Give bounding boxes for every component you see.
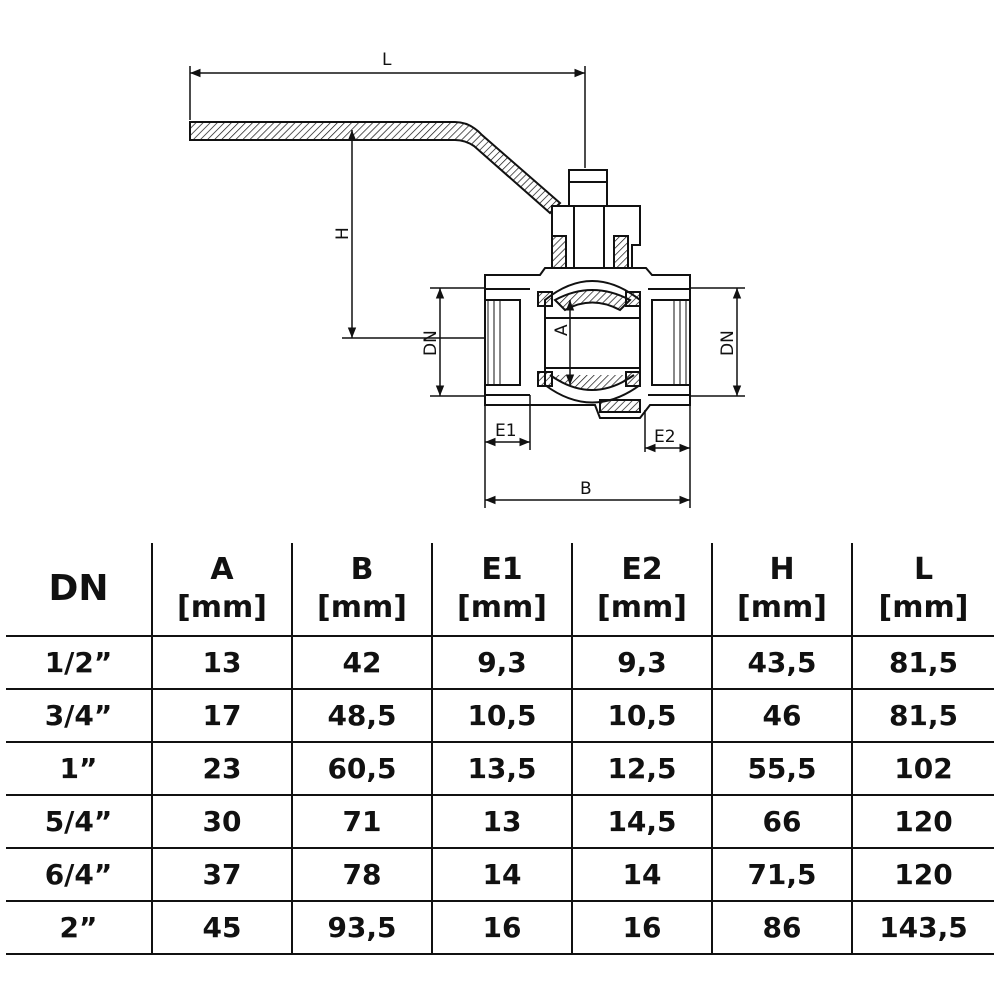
label-DN-left: DN: [421, 330, 441, 356]
label-L: L: [382, 50, 392, 70]
cell-a: 13: [151, 635, 292, 689]
cell-l: 120: [851, 794, 994, 848]
cell-dn: 1”: [6, 741, 152, 795]
cell-h: 43,5: [711, 635, 852, 689]
label-E2: E2: [654, 427, 676, 447]
cell-e1: 9,3: [431, 635, 572, 689]
cell-a: 45: [151, 900, 292, 955]
cell-l: 102: [851, 741, 994, 795]
cell-e1: 14: [431, 847, 572, 901]
dimension-lines: [189, 66, 745, 508]
cell-dn: 1/2”: [6, 635, 152, 689]
column-header-h: H[mm]: [711, 543, 852, 636]
cell-b: 93,5: [291, 900, 432, 955]
cell-b: 48,5: [291, 688, 432, 742]
cell-e2: 14,5: [571, 794, 712, 848]
cell-a: 23: [151, 741, 292, 795]
lever-handle: [189, 121, 562, 215]
cell-e2: 16: [571, 900, 712, 955]
stem-nut: [568, 169, 608, 207]
cell-a: 30: [151, 794, 292, 848]
label-E1: E1: [495, 421, 517, 441]
table-row: 1” 23 60,5 13,5 12,5 55,5 102: [6, 741, 994, 795]
column-header-e1: E1[mm]: [431, 543, 572, 636]
cell-b: 78: [291, 847, 432, 901]
cell-e2: 12,5: [571, 741, 712, 795]
cell-e1: 13: [431, 794, 572, 848]
cell-b: 42: [291, 635, 432, 689]
cell-a: 17: [151, 688, 292, 742]
ball-valve-technical-drawing: L H A DN DN E1 E2 B: [189, 50, 745, 508]
cell-b: 60,5: [291, 741, 432, 795]
label-H: H: [333, 227, 353, 240]
cell-l: 81,5: [851, 688, 994, 742]
cell-h: 66: [711, 794, 852, 848]
cell-b: 71: [291, 794, 432, 848]
label-B: B: [580, 479, 592, 499]
column-header-a: A[mm]: [151, 543, 292, 636]
cell-dn: 5/4”: [6, 794, 152, 848]
column-header-e2: E2[mm]: [571, 543, 712, 636]
cell-e1: 13,5: [431, 741, 572, 795]
cell-h: 55,5: [711, 741, 852, 795]
cell-dn: 6/4”: [6, 847, 152, 901]
table-row: 6/4” 37 78 14 14 71,5 120: [6, 847, 994, 901]
cell-h: 86: [711, 900, 852, 955]
table-row: 1/2” 13 42 9,3 9,3 43,5 81,5: [6, 635, 994, 689]
cell-l: 143,5: [851, 900, 994, 955]
cell-a: 37: [151, 847, 292, 901]
label-A: A: [552, 324, 572, 336]
cell-e2: 14: [571, 847, 712, 901]
cell-dn: 3/4”: [6, 688, 152, 742]
table-row: 2” 45 93,5 16 16 86 143,5: [6, 900, 994, 955]
table-row: 3/4” 17 48,5 10,5 10,5 46 81,5: [6, 688, 994, 742]
cell-h: 46: [711, 688, 852, 742]
cell-l: 81,5: [851, 635, 994, 689]
cell-e2: 9,3: [571, 635, 712, 689]
table-row: 5/4” 30 71 13 14,5 66 120: [6, 794, 994, 848]
column-header-b: B[mm]: [291, 543, 432, 636]
table-header-row: DN A[mm] B[mm] E1[mm] E2[mm] H[mm] L[mm]: [6, 543, 994, 636]
valve-outline: [189, 121, 691, 419]
dimension-labels: L H A DN DN E1 E2 B: [333, 50, 738, 499]
cell-e1: 16: [431, 900, 572, 955]
cell-dn: 2”: [6, 900, 152, 955]
label-DN-right: DN: [718, 330, 738, 356]
cell-e2: 10,5: [571, 688, 712, 742]
cell-e1: 10,5: [431, 688, 572, 742]
column-header-dn: DN: [48, 568, 109, 609]
cell-h: 71,5: [711, 847, 852, 901]
dimensions-table: DN A[mm] B[mm] E1[mm] E2[mm] H[mm] L[mm]…: [6, 543, 994, 955]
column-header-l: L[mm]: [851, 543, 994, 636]
cell-l: 120: [851, 847, 994, 901]
